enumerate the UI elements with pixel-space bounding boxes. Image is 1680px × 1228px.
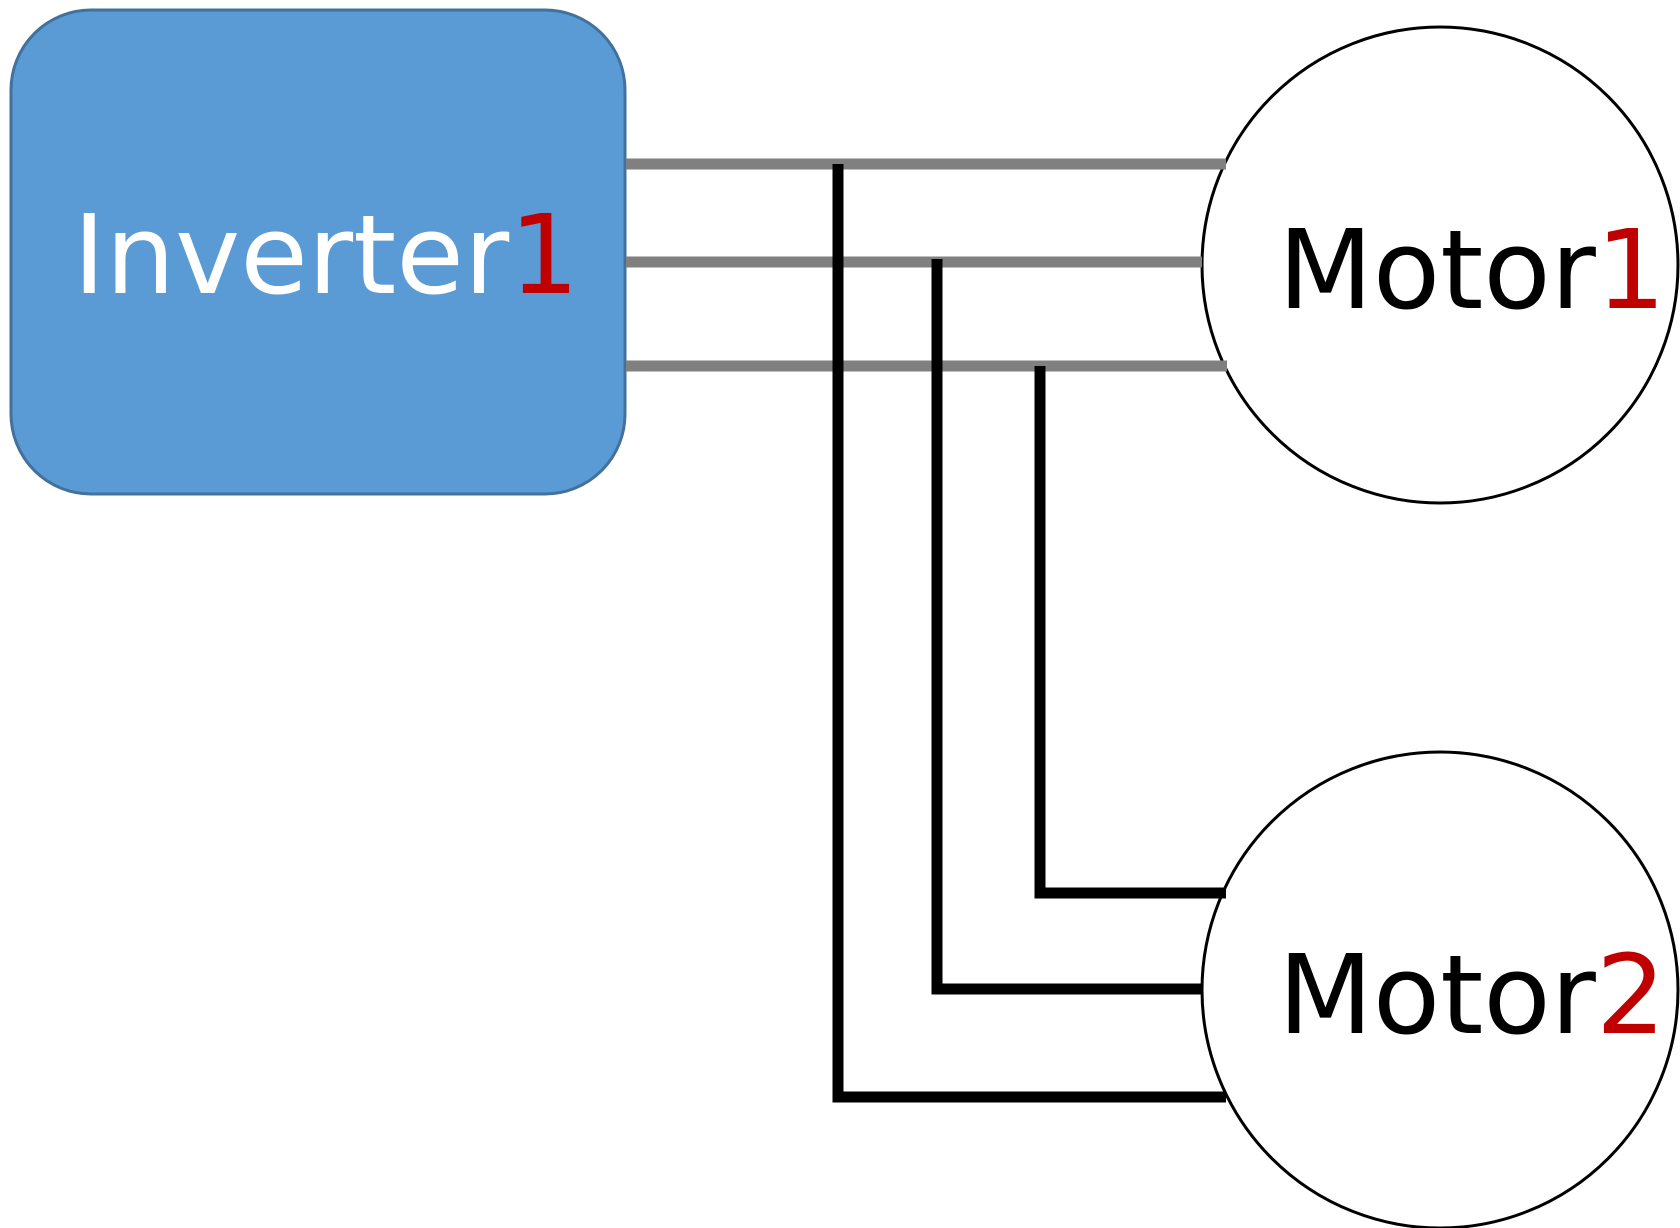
motor2-number: 2 <box>1595 931 1666 1059</box>
tap-wire-phase-2 <box>931 259 1202 995</box>
inverter-motor1-bus <box>626 158 1227 372</box>
motor1-number: 1 <box>1595 206 1666 334</box>
inverter-label: Inverter1 <box>73 200 579 310</box>
tap-wire-phase-1 <box>832 164 1226 1103</box>
motor2-tap-wires <box>832 164 1226 1103</box>
inverter-name: Inverter <box>73 191 510 319</box>
tap-wire-phase-3 <box>1034 366 1226 899</box>
motor2-name: Motor <box>1278 931 1596 1059</box>
motor2-label: Motor2 <box>1278 940 1666 1050</box>
motor1-name: Motor <box>1278 206 1596 334</box>
inverter-box <box>9 8 627 496</box>
motor1-label: Motor1 <box>1278 215 1666 325</box>
inverter-number: 1 <box>509 191 580 319</box>
